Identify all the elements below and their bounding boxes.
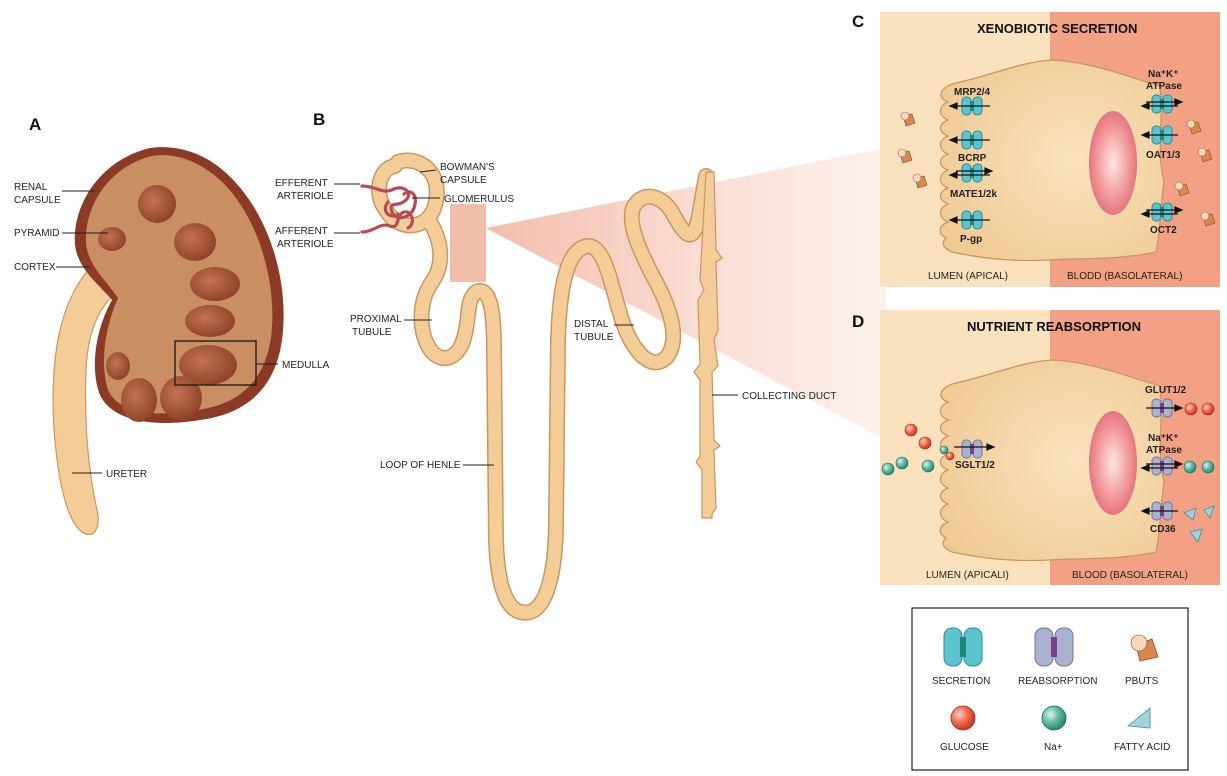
legend-sodium-label: Na+ [1044,742,1063,753]
afferent-arteriole-label-1: AFFERENT [275,226,328,237]
panel-c-letter: C [852,12,864,31]
glut-label: GLUT1/2 [1145,385,1187,396]
legend-pbuts-label: PBUTS [1125,676,1159,687]
cortex-label: CORTEX [14,262,56,273]
ureter-label: URETER [106,469,147,480]
panel-a-letter: A [29,115,41,134]
legend-sodium-icon [1042,706,1066,730]
loop-of-henle-label: LOOP OF HENLE [380,460,461,471]
atpase-reabsorption-label-1: Na⁺K⁺ [1148,433,1179,444]
afferent-arteriole-label-2: ARTERIOLE [277,239,334,250]
zoom-region [450,204,486,282]
legend-secretion-label: SECRETION [932,676,990,687]
legend-reabsorption-label: REABSORPTION [1018,676,1097,687]
atpase-secretion-label-1: Na⁺K⁺ [1148,69,1179,80]
oct-label: OCT2 [1150,225,1177,236]
reabsorption-lumen-label: LUMEN (APICALI) [926,570,1009,581]
efferent-arteriole-label-2: ARTERIOLE [277,191,334,202]
panel-d-letter: D [852,312,864,331]
secretion-nucleus [1089,111,1137,215]
proximal-tubule-label-1: PROXIMAL [350,314,402,325]
glomerulus-label: GLOMERULUS [444,194,514,205]
mrp-label: MRP2/4 [954,87,991,98]
efferent-arteriole-label-1: EFFERENT [275,178,328,189]
bowmans-capsule-label-2: CAPSULE [440,175,487,186]
pyramid-label: PYRAMID [14,228,60,239]
bowmans-capsule-label-1: BOWMAN'S [440,162,495,173]
reabsorption-blood-label: BLOOD (BASOLATERAL) [1072,570,1188,581]
panel-b-nephron: B EFFERENT ARTERIOLE AFFERENT ARTERIOLE … [275,110,886,613]
legend-glucose-icon [951,706,975,730]
reabsorption-title: NUTRIENT REABSORPTION [967,319,1141,334]
legend: SECRETION REABSORPTION PBUTS GLUCOSE Na+… [912,608,1188,770]
pgp-label: P-gp [960,234,982,245]
secretion-blood-label: BLODD (BASOLATERAL) [1067,271,1182,282]
secretion-lumen-label: LUMEN (APICAL) [928,271,1008,282]
panel-d-reabsorption: D NUTRIENT REABSORPTION [852,310,1220,585]
legend-fatty-acid-label: FATTY ACID [1114,742,1170,753]
collecting-duct-label: COLLECTING DUCT [742,391,836,402]
legend-glucose-label: GLUCOSE [940,742,989,753]
distal-tubule-label-2: TUBULE [574,332,614,343]
mate-label: MATE1/2k [950,189,997,200]
atpase-secretion-label-2: ATPase [1146,81,1182,92]
bcrp-label: BCRP [958,153,987,164]
atpase-reabsorption-label-2: ATPase [1146,445,1182,456]
cd36-label: CD36 [1150,524,1176,535]
panel-b-letter: B [313,110,325,129]
reabsorption-nucleus [1089,411,1137,515]
sglt-label: SGLT1/2 [955,460,995,471]
renal-capsule-label-1: RENAL [14,182,48,193]
secretion-title: XENOBIOTIC SECRETION [977,21,1137,36]
medulla-label: MEDULLA [282,360,330,371]
renal-capsule-label-2: CAPSULE [14,195,61,206]
distal-tubule-label-1: DISTAL [574,319,609,330]
panel-c-secretion: C XENOBIOTIC SECRETION [852,12,1220,287]
proximal-tubule-label-2: TUBULE [352,327,392,338]
oat-label: OAT1/3 [1146,150,1181,161]
